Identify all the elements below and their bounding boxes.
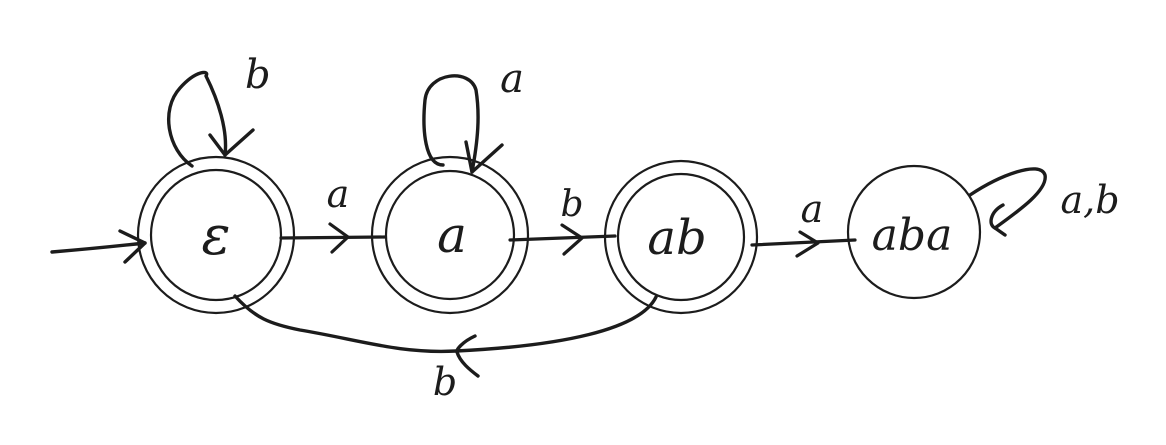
- self-loop-epsilon: b: [166, 52, 271, 168]
- state-ab: ab: [603, 159, 759, 315]
- state-aba: aba: [846, 164, 982, 300]
- state-a: a: [370, 155, 530, 315]
- state-inner-ring: [384, 169, 516, 301]
- transition-epsilon-to-a: a: [279, 172, 387, 254]
- transition-label: a: [801, 187, 824, 231]
- state-label: ε: [202, 204, 231, 267]
- state-label: ab: [647, 210, 706, 266]
- self-loop-aba: a,b: [968, 167, 1120, 237]
- state-ring: [846, 164, 982, 300]
- transition-a-to-ab: b: [508, 184, 617, 256]
- transition-ab-to-epsilon: b: [233, 294, 658, 404]
- transition-label: a: [327, 172, 350, 216]
- state-outer-ring: [603, 159, 759, 315]
- start-arrow: [50, 229, 147, 264]
- transition-label: b: [245, 52, 271, 98]
- state-inner-ring: [616, 172, 746, 302]
- state-outer-ring: [136, 155, 296, 315]
- state-inner-ring: [149, 168, 283, 302]
- transition-label: a,b: [1060, 178, 1119, 222]
- state-outer-ring: [370, 155, 530, 315]
- state-label: aba: [872, 210, 953, 261]
- transition-ab-to-aba: a: [750, 187, 857, 258]
- transition-label: b: [560, 184, 583, 225]
- transition-label: a: [500, 56, 524, 102]
- transition-label: b: [433, 360, 457, 404]
- self-loop-a: a: [422, 56, 524, 174]
- state-label: a: [437, 206, 467, 264]
- state-epsilon: ε: [136, 155, 296, 315]
